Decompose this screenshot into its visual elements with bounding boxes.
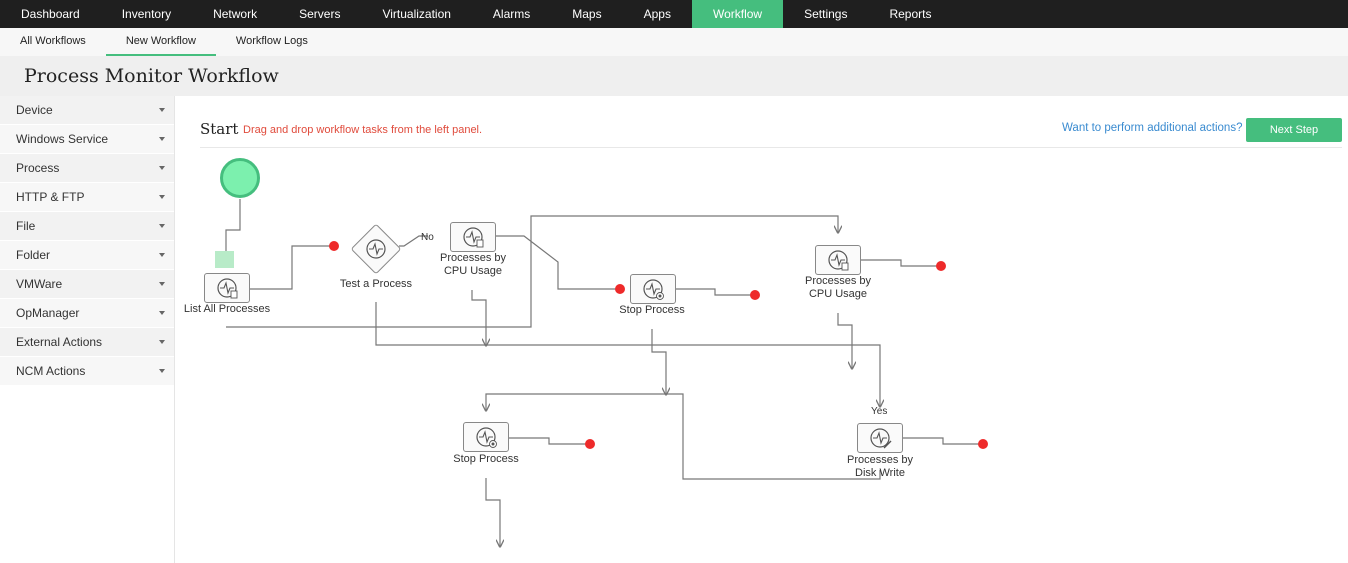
sidebar-item-device[interactable]: Device: [0, 96, 174, 125]
nav-workflow[interactable]: Workflow: [691, 0, 784, 28]
caret-down-icon: [159, 224, 165, 228]
sidebar-item-label: Windows Service: [16, 132, 109, 146]
node-label-list-all-processes: List All Processes: [183, 303, 271, 315]
node-processes-by-cpu-usage[interactable]: [450, 222, 496, 252]
end-node[interactable]: [978, 439, 988, 449]
top-nav: Dashboard Inventory Network Servers Virt…: [0, 0, 1348, 28]
sidebar-item-external-actions[interactable]: External Actions: [0, 328, 174, 357]
cpu-monitor-icon: [828, 250, 849, 271]
caret-down-icon: [159, 166, 165, 170]
edge-label-yes: Yes: [871, 406, 888, 417]
caret-down-icon: [159, 108, 165, 112]
sidebar-item-label: HTTP & FTP: [16, 190, 85, 204]
sidebar-item-label: NCM Actions: [16, 364, 86, 378]
nav-reports[interactable]: Reports: [889, 7, 932, 21]
edge-list-to-end: [250, 245, 332, 290]
edge-test-to-disk: [375, 302, 880, 406]
node-label-processes-by-cpu-usage-2: Processes by CPU Usage: [804, 275, 872, 300]
node-stop-process[interactable]: [630, 274, 676, 304]
caret-down-icon: [159, 195, 165, 199]
nav-settings[interactable]: Settings: [804, 7, 848, 21]
node-label-test-a-process: Test a Process: [339, 278, 413, 290]
sidebar-item-folder[interactable]: Folder: [0, 241, 174, 270]
sidebar-item-opmanager[interactable]: OpManager: [0, 299, 174, 328]
sidebar-item-process[interactable]: Process: [0, 154, 174, 183]
caret-down-icon: [159, 340, 165, 344]
caret-down-icon: [159, 253, 165, 257]
node-stop-process-2[interactable]: [463, 422, 509, 452]
sidebar-item-label: External Actions: [16, 335, 103, 349]
edge-stop2-to-end: [508, 437, 587, 445]
edge-cpu2-down: [837, 313, 852, 368]
nav-servers[interactable]: Servers: [299, 7, 341, 21]
node-processes-by-disk-write[interactable]: [857, 423, 903, 453]
nav-apps[interactable]: Apps: [643, 7, 671, 21]
sidebar-item-label: Folder: [16, 248, 51, 262]
caret-down-icon: [159, 369, 165, 373]
task-sidebar: Device Windows Service Process HTTP & FT…: [0, 96, 175, 563]
start-node[interactable]: [220, 158, 260, 198]
nav-alarms[interactable]: Alarms: [492, 7, 531, 21]
edge-split-to-stop2: [486, 393, 666, 410]
end-node[interactable]: [936, 261, 946, 271]
sub-nav: All Workflows New Workflow Workflow Logs: [0, 28, 1348, 56]
caret-down-icon: [159, 311, 165, 315]
start-heading: Start: [200, 120, 239, 138]
sidebar-item-label: Device: [16, 103, 53, 117]
additional-actions-link[interactable]: Want to perform additional actions?: [1062, 122, 1243, 134]
caret-down-icon: [159, 282, 165, 286]
end-node[interactable]: [585, 439, 595, 449]
sidebar-item-windows-service[interactable]: Windows Service: [0, 125, 174, 154]
process-test-icon: [366, 239, 386, 259]
nav-maps[interactable]: Maps: [572, 7, 602, 21]
sidebar-item-http-ftp[interactable]: HTTP & FTP: [0, 183, 174, 212]
caret-down-icon: [159, 137, 165, 141]
sidebar-item-label: OpManager: [16, 306, 80, 320]
edge-cpu1-down: [471, 290, 486, 345]
stop-process-icon: [643, 279, 664, 300]
tab-workflow-logs[interactable]: Workflow Logs: [235, 35, 308, 47]
stop-process-icon: [476, 427, 497, 448]
drag-hint: Drag and drop workflow tasks from the le…: [243, 124, 483, 136]
edge-list-to-cpu2: [226, 215, 838, 328]
edge-stop1-to-end: [675, 288, 752, 296]
end-node[interactable]: [750, 290, 760, 300]
tab-all-workflows[interactable]: All Workflows: [20, 35, 86, 47]
tab-new-workflow[interactable]: New Workflow: [105, 28, 216, 56]
disk-write-icon: [870, 428, 892, 449]
edge-disk-to-end: [902, 437, 981, 445]
node-label-processes-by-disk-write: Processes by Disk Write: [846, 454, 914, 479]
end-node[interactable]: [329, 241, 339, 251]
node-label-processes-by-cpu-usage: Processes by CPU Usage: [439, 252, 507, 277]
next-step-button[interactable]: Next Step: [1246, 118, 1342, 142]
nav-network[interactable]: Network: [213, 7, 258, 21]
node-processes-by-cpu-usage-2[interactable]: [815, 245, 861, 275]
page-title: Process Monitor Workflow: [24, 65, 279, 87]
nav-dashboard[interactable]: Dashboard: [21, 7, 80, 21]
title-bar: Process Monitor Workflow: [0, 56, 1348, 96]
sidebar-item-label: VMWare: [16, 277, 63, 291]
node-label-stop-process-2: Stop Process: [453, 453, 519, 465]
sidebar-item-vmware[interactable]: VMWare: [0, 270, 174, 299]
edge-cpu2-to-end: [860, 259, 938, 267]
nav-inventory[interactable]: Inventory: [121, 7, 172, 21]
cpu-monitor-icon: [463, 227, 484, 248]
canvas-header: Start Drag and drop workflow tasks from …: [200, 116, 1342, 148]
node-list-all-processes[interactable]: [204, 273, 250, 303]
sidebar-item-file[interactable]: File: [0, 212, 174, 241]
process-monitor-icon: [217, 278, 238, 299]
edge-stop1-down: [651, 329, 666, 394]
edge-stop2-down: [485, 478, 500, 546]
drop-target-highlight[interactable]: [215, 251, 234, 268]
node-label-stop-process: Stop Process: [619, 304, 685, 316]
sidebar-item-label: File: [16, 219, 36, 233]
sidebar-item-ncm-actions[interactable]: NCM Actions: [0, 357, 174, 386]
edge-label-no: No: [421, 232, 434, 243]
end-node[interactable]: [615, 284, 625, 294]
nav-virtualization[interactable]: Virtualization: [382, 7, 451, 21]
sidebar-item-label: Process: [16, 161, 60, 175]
